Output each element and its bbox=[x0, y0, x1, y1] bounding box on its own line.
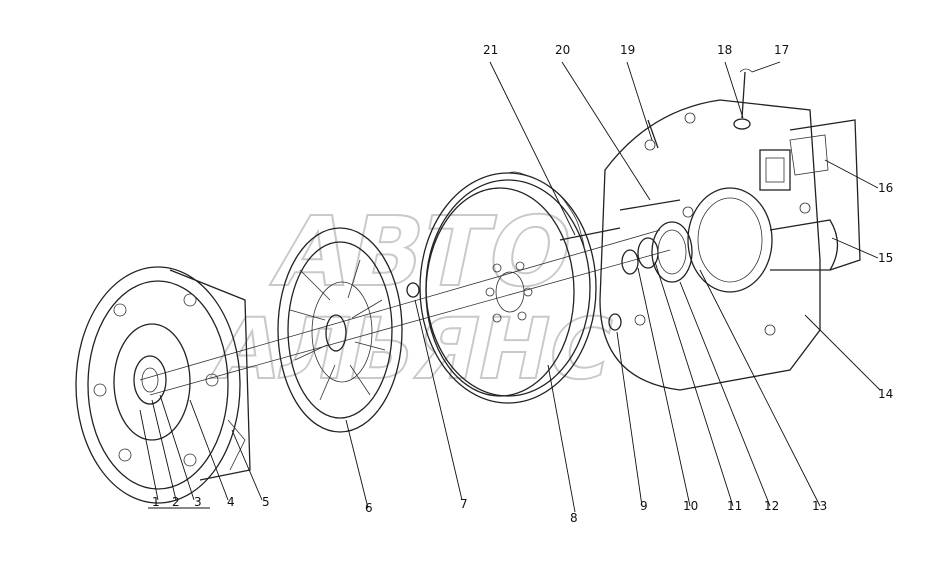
callout-1: 1 bbox=[152, 495, 160, 509]
callout-20: 20 bbox=[555, 43, 570, 57]
flywheel-housing bbox=[599, 99, 861, 391]
callout-17: 17 bbox=[774, 43, 789, 57]
clutch-pressure-plate bbox=[75, 266, 251, 504]
flywheel-bolt bbox=[406, 282, 420, 298]
callout-4: 4 bbox=[227, 495, 235, 509]
callout-5: 5 bbox=[262, 495, 270, 509]
callout-12: 12 bbox=[764, 499, 779, 513]
callout-2: 2 bbox=[172, 495, 180, 509]
callout-7: 7 bbox=[460, 497, 468, 511]
callout-19: 19 bbox=[620, 43, 635, 57]
inspection-plug bbox=[733, 68, 753, 130]
callout-18: 18 bbox=[717, 43, 732, 57]
callout-9: 9 bbox=[640, 499, 648, 513]
callout-8: 8 bbox=[570, 511, 578, 525]
callout-13: 13 bbox=[812, 499, 827, 513]
callout-labels: 1 2 3 4 5 6 7 8 9 10 11 12 13 14 15 16 1… bbox=[152, 43, 893, 525]
watermark: АВТО АЛЬЯНС bbox=[204, 195, 622, 400]
callout-3: 3 bbox=[194, 495, 202, 509]
callout-14: 14 bbox=[878, 387, 893, 401]
leader-lines bbox=[139, 61, 881, 513]
seal-components bbox=[608, 221, 693, 331]
watermark-line1: АВТО bbox=[265, 196, 583, 308]
callout-11: 11 bbox=[727, 499, 742, 513]
studs bbox=[559, 119, 681, 241]
callout-6: 6 bbox=[365, 501, 373, 515]
clutch-disc bbox=[277, 227, 403, 433]
callout-10: 10 bbox=[683, 499, 698, 513]
callout-15: 15 bbox=[878, 251, 893, 265]
watermark-line2: АЛЬЯНС bbox=[205, 301, 621, 399]
flywheel bbox=[419, 171, 597, 404]
callout-21: 21 bbox=[483, 43, 498, 57]
callout-16: 16 bbox=[878, 181, 893, 195]
